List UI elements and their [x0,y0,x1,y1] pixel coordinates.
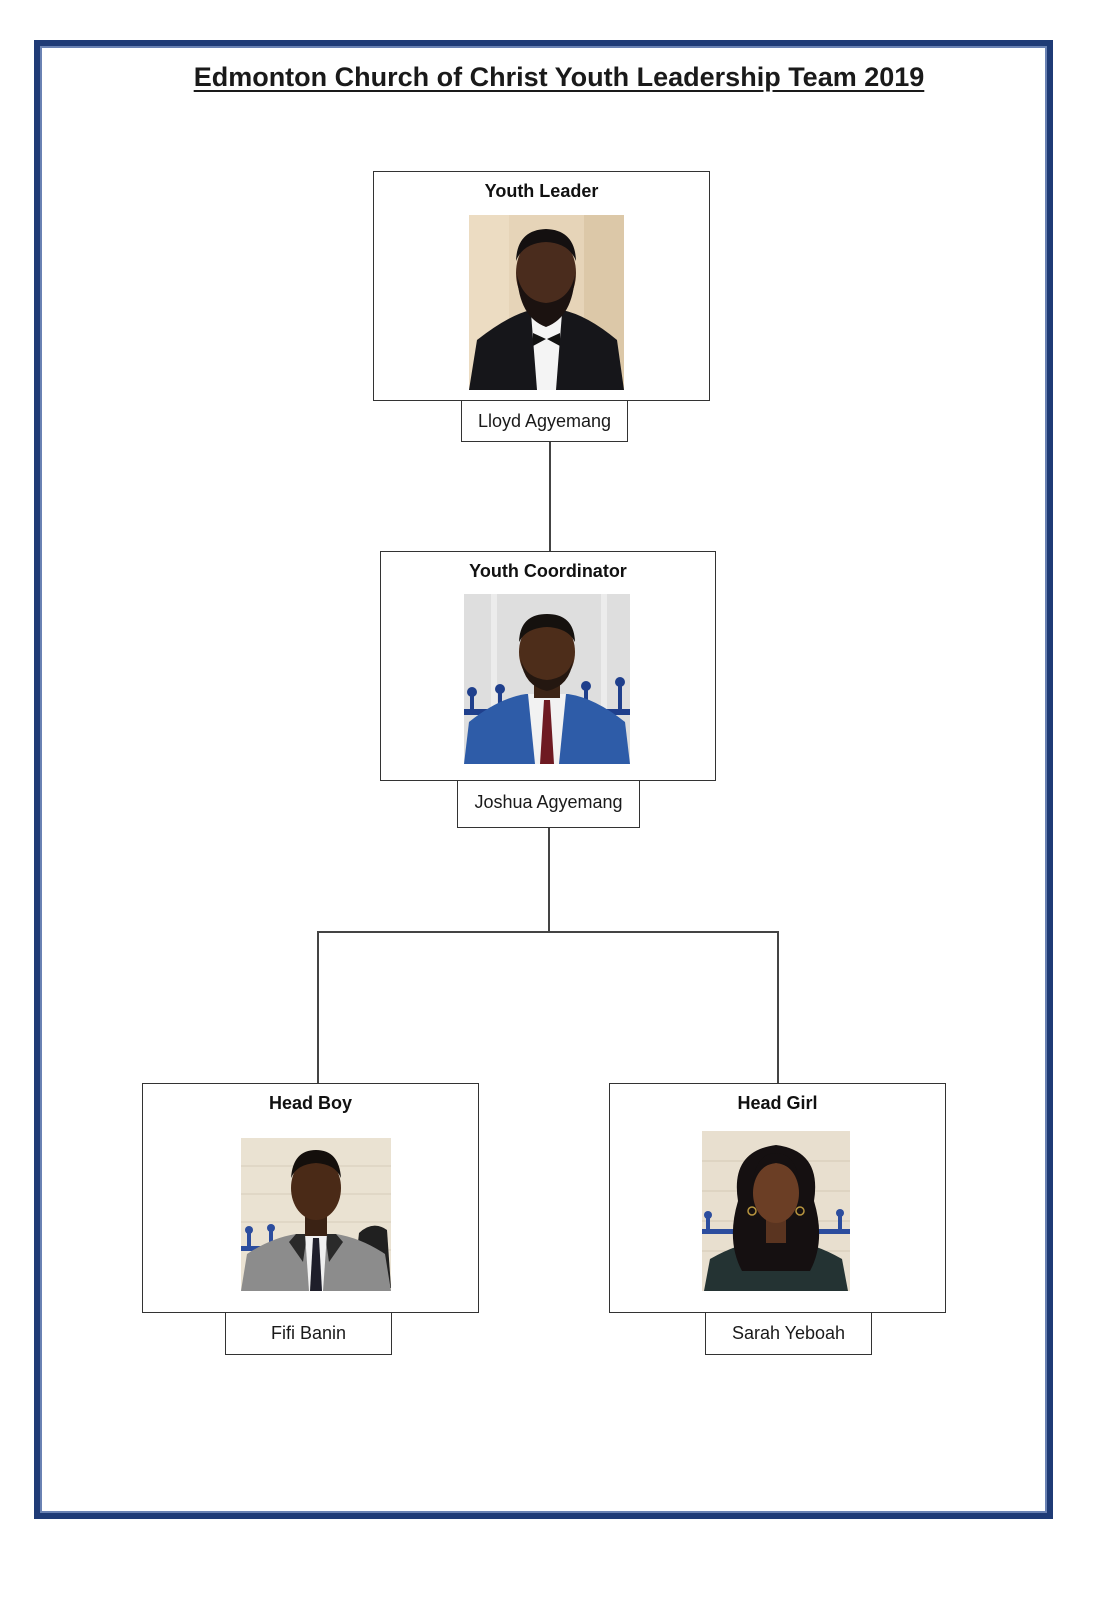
page-title: Edmonton Church of Christ Youth Leadersh… [193,62,925,92]
portrait-photo [241,1138,391,1291]
connector-horizontal [317,931,778,933]
connector-head-girl [777,931,779,1084]
name-youth-leader: Lloyd Agyemang [461,400,628,442]
card-head-boy: Head Boy [142,1083,479,1313]
card-youth-leader: Youth Leader [373,171,710,401]
role-label: Youth Coordinator [469,561,627,581]
card-youth-coordinator: Youth Coordinator [380,551,716,781]
connector-coordinator-down [548,828,550,931]
connector-leader-coordinator [549,442,551,552]
card-head-girl: Head Girl [609,1083,946,1313]
portrait-photo [702,1131,850,1291]
role-label: Head Girl [737,1093,818,1113]
role-label: Youth Leader [484,181,599,201]
portrait-photo [464,594,630,764]
role-label: Head Boy [268,1093,353,1113]
connector-head-boy [317,931,319,1084]
name-youth-coordinator: Joshua Agyemang [457,780,640,828]
page-border [34,40,1053,1519]
portrait-photo [469,215,624,390]
name-head-boy: Fifi Banin [225,1312,392,1355]
name-head-girl: Sarah Yeboah [705,1312,872,1355]
